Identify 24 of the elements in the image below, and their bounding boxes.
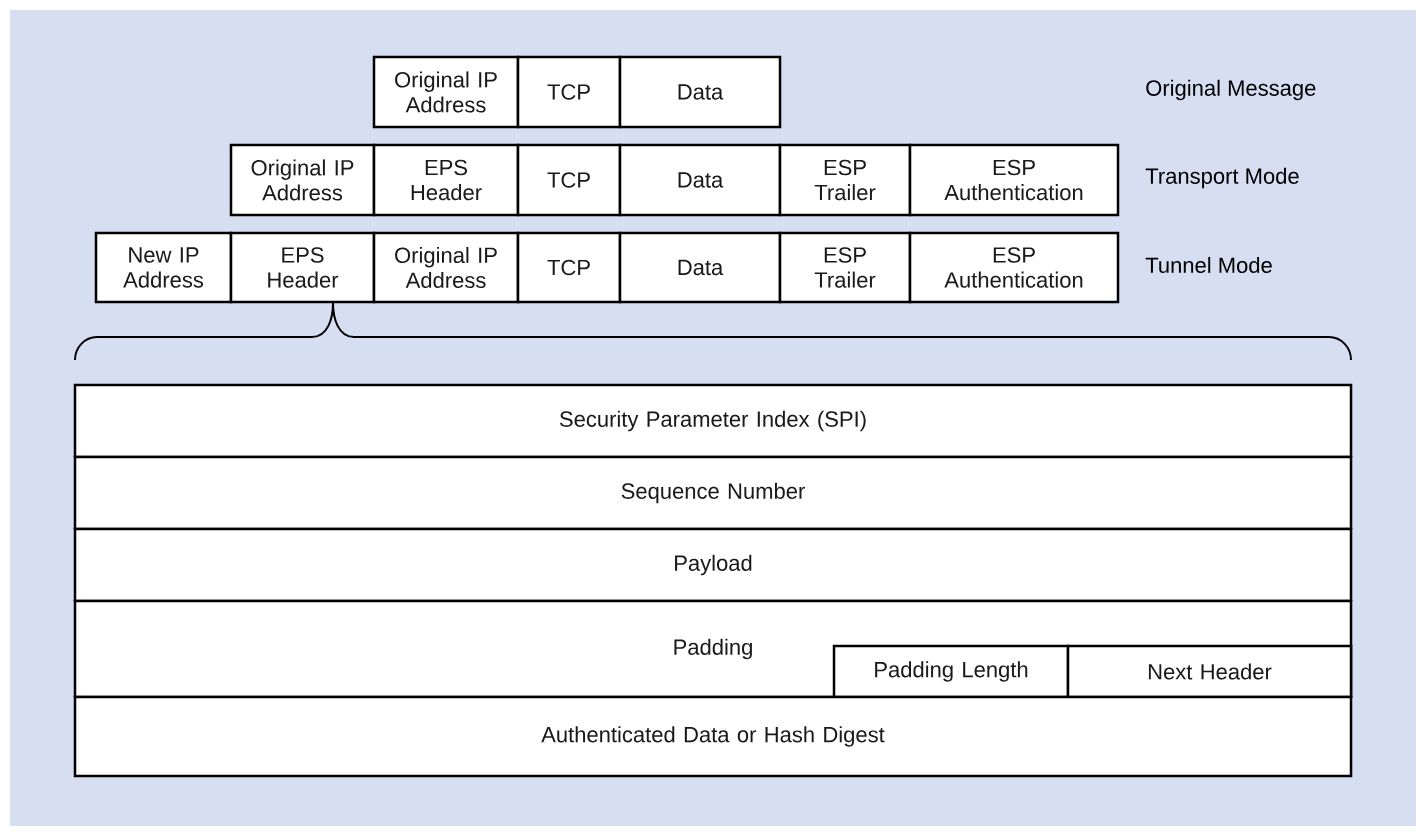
packet-field: New IP Address xyxy=(94,231,233,304)
packet-field: Data xyxy=(618,143,782,217)
packet-field: Original IP Address xyxy=(372,231,520,304)
table-row: Payload xyxy=(73,527,1353,603)
packet-field: EPS Header xyxy=(229,231,376,304)
packet-field: TCP xyxy=(516,55,622,129)
packet-field: Data xyxy=(618,231,782,304)
table-cell: Next Header xyxy=(1066,644,1353,699)
packet-field: ESP Trailer xyxy=(778,231,912,304)
packet-field: Original IP Address xyxy=(229,143,376,217)
row-label: Transport Mode xyxy=(1145,167,1299,189)
packet-field: ESP Authentication xyxy=(908,143,1120,217)
row-label: Original Message xyxy=(1146,79,1316,101)
packet-field: EPS Header xyxy=(372,143,520,217)
packet-field: TCP xyxy=(516,231,622,304)
packet-field: Data xyxy=(618,55,782,129)
table-row: Security Parameter Index (SPI) xyxy=(73,383,1353,459)
table-row: Sequence Number xyxy=(73,455,1353,531)
table-cell: Padding Length xyxy=(832,644,1070,699)
packet-field: ESP Trailer xyxy=(778,143,912,217)
packet-field: Original IP Address xyxy=(372,55,520,129)
row-label: Tunnel Mode xyxy=(1145,256,1272,274)
packet-field: ESP Authentication xyxy=(908,231,1120,304)
packet-field: TCP xyxy=(516,143,622,217)
